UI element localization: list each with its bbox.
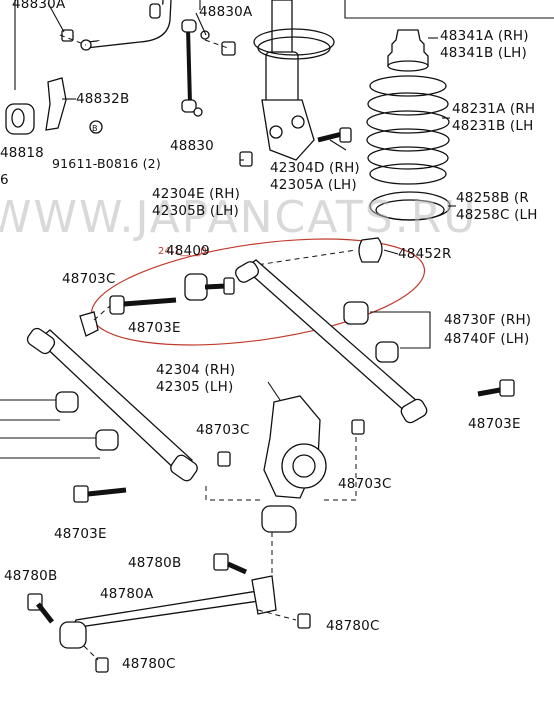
arm-icon <box>59 575 277 649</box>
leader-line <box>93 305 111 321</box>
red-annotation-note: 24.1____0 <box>158 246 207 257</box>
nut-icon <box>239 151 253 167</box>
leader-line <box>249 249 357 267</box>
label-48780C-a: 48780C <box>326 618 380 634</box>
label-42304E: 42304E (RH) <box>152 186 240 202</box>
label-48703C-c: 48703C <box>338 476 392 492</box>
label-48231A: 48231A (RH <box>452 101 535 117</box>
label-48258B: 48258B (R <box>456 190 529 206</box>
nut-icon <box>217 419 365 467</box>
leader-line <box>257 609 297 621</box>
label-48830A-top: 48830A <box>12 0 66 12</box>
bushing-icon <box>343 301 399 363</box>
bracket-icon <box>45 77 67 131</box>
leader-line <box>204 39 229 49</box>
frame-box-top-right <box>344 0 554 19</box>
bolt-icon <box>109 295 177 315</box>
label-48780B-b: 48780B <box>4 568 57 584</box>
label-48703C-b: 48703C <box>196 422 250 438</box>
label-48703E-c: 48703E <box>54 526 107 542</box>
arm-icon <box>26 327 198 482</box>
bushing-icon <box>55 391 119 451</box>
coil-spring-icon <box>366 75 450 185</box>
label-48452R: 48452R <box>398 246 452 262</box>
label-42304D: 42304D (RH) <box>270 160 360 176</box>
stabilizer-link-icon <box>181 19 210 117</box>
label-48780C-b: 48780C <box>122 656 176 672</box>
strut-icon <box>253 0 335 161</box>
label-48780A: 48780A <box>100 586 154 602</box>
label-42304: 42304 (RH) <box>156 362 235 378</box>
nut-icon <box>79 311 99 337</box>
bolt-icon <box>73 485 127 503</box>
bolt-icon <box>317 127 352 143</box>
label-48703E-a: 48703E <box>128 320 181 336</box>
label-48409: 48409 <box>166 243 210 259</box>
label-48830: 48830 <box>170 138 214 154</box>
bracket-line <box>370 311 431 349</box>
label-48830A: 48830A <box>199 4 253 20</box>
label-48231B: 48231B (LH <box>452 118 533 134</box>
nut-icon <box>95 613 311 673</box>
bracket-line <box>0 399 100 459</box>
leader-line <box>83 645 99 661</box>
watermark: WWW.JAPANCATS.RU <box>0 192 477 243</box>
bolt-icon: B <box>89 120 103 134</box>
stabilizer-bar-icon <box>80 0 172 51</box>
label-48832B: 48832B <box>76 91 129 107</box>
bolt-icon <box>184 273 235 301</box>
bolt-icon <box>477 379 515 397</box>
label-48730F: 48730F (RH) <box>444 312 531 328</box>
label-48740F: 48740F (LH) <box>444 331 529 347</box>
knuckle-icon <box>261 395 327 533</box>
label-48341B: 48341B (LH) <box>440 45 527 61</box>
label-48703C-a: 48703C <box>62 271 116 287</box>
leader-line <box>205 486 262 501</box>
label-edge-6: 6 <box>0 172 9 188</box>
label-48780B-a: 48780B <box>128 555 181 571</box>
leader-line <box>59 34 87 46</box>
bolt-icon <box>27 553 248 624</box>
label-48703E-b: 48703E <box>468 416 521 432</box>
leader-line <box>320 428 357 501</box>
bump-stopper-icon <box>387 29 429 72</box>
bushing-icon <box>358 237 383 263</box>
bushing-icon <box>5 103 35 135</box>
label-48818: 48818 <box>0 145 44 161</box>
callout-lines <box>47 2 456 255</box>
label-42305A: 42305A (LH) <box>270 177 357 193</box>
label-48258C: 48258C (LH <box>456 207 538 223</box>
arm-icon <box>235 259 428 424</box>
label-42305: 42305 (LH) <box>156 379 233 395</box>
label-48341A: 48341A (RH) <box>440 28 529 44</box>
leader-line <box>267 381 281 401</box>
svg-text:B: B <box>92 124 98 133</box>
label-91611: 91611-B0816 (2) <box>52 156 161 171</box>
label-42305B: 42305B (LH) <box>152 203 239 219</box>
part-labels: 48830A 48830A 48832B 48818 91611-B0816 (… <box>0 0 538 672</box>
